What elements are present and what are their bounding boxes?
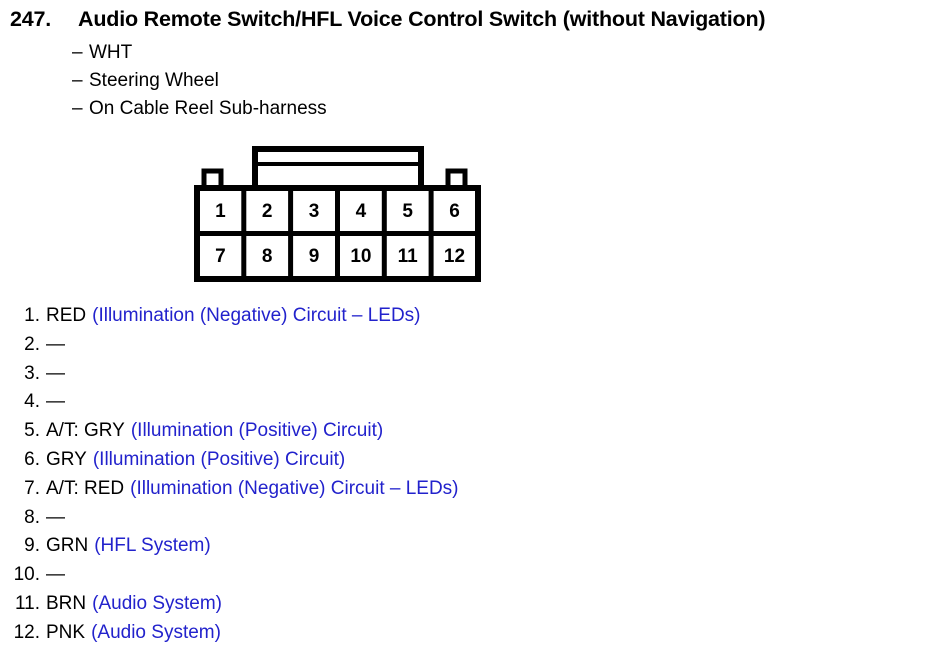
dash-bullet-icon: – (72, 70, 83, 91)
pin-wire-color: A/T: RED (46, 477, 125, 499)
pin-cell-9: 9 (309, 246, 320, 267)
pin-cell-1: 1 (215, 201, 226, 222)
subtitle-line-location: – Steering Wheel (72, 70, 219, 92)
page-title-text: Audio Remote Switch/HFL Voice Control Sw… (78, 7, 766, 31)
pin-list-item-7: 7. A/T: RED (Illumination (Negative) Cir… (0, 478, 934, 507)
pin-list-item-5: 5. A/T: GRY (Illumination (Positive) Cir… (0, 420, 934, 449)
pin-cell-7: 7 (215, 246, 226, 267)
pin-list-body: A/T: RED (Illumination (Negative) Circui… (46, 478, 459, 500)
pin-wire-color: — (46, 362, 65, 384)
connector-pin-labels-bottom-row: 7 8 9 10 11 12 (215, 246, 465, 267)
pin-wire-color: — (46, 506, 65, 528)
pin-list-item-9: 9. GRN (HFL System) (0, 535, 934, 564)
pin-wire-color: — (46, 391, 65, 413)
connector-notch-right (445, 168, 468, 185)
pin-cell-2: 2 (262, 201, 273, 222)
pin-list-index: 1. (24, 305, 40, 326)
subtitle-line-harness: – On Cable Reel Sub-harness (72, 98, 327, 120)
pin-assignment-list: 1. RED (Illumination (Negative) Circuit … (0, 305, 934, 651)
pin-wire-color: — (46, 564, 65, 586)
pin-wire-color: GRY (46, 448, 87, 470)
pin-list-item-11: 11. BRN (Audio System) (0, 593, 934, 622)
pin-cell-8: 8 (262, 246, 273, 267)
pin-list-index: 9. (24, 535, 40, 557)
subtitle-text: WHT (89, 42, 133, 63)
pin-list-item-2: 2. — (0, 334, 934, 363)
pin-list-item-1: 1. RED (Illumination (Negative) Circuit … (0, 305, 934, 334)
pin-list-body: — (46, 391, 65, 413)
pin-list-body: GRN (HFL System) (46, 535, 211, 557)
connector-pin-labels-top-row: 1 2 3 4 5 6 (215, 201, 460, 222)
pin-list-index: 7. (24, 477, 40, 499)
pin-circuit-description: (Audio System) (92, 592, 222, 614)
pin-list-body: — (46, 564, 65, 586)
connector-locking-tab (252, 146, 424, 185)
pin-list-item-12: 12. PNK (Audio System) (0, 622, 934, 651)
pin-list-item-6: 6. GRY (Illumination (Positive) Circuit) (0, 449, 934, 478)
pin-list-index: 8. (24, 506, 40, 528)
connector-notch-left (201, 168, 224, 185)
pin-list-index: 6. (24, 448, 40, 470)
pin-list-body: A/T: GRY (Illumination (Positive) Circui… (46, 420, 383, 442)
pin-cell-10: 10 (350, 246, 371, 267)
pin-cell-3: 3 (309, 201, 320, 222)
pin-cell-12: 12 (444, 246, 465, 267)
pin-cell-6: 6 (449, 201, 460, 222)
pin-cell-5: 5 (402, 201, 413, 222)
pin-circuit-description: (Audio System) (91, 621, 221, 643)
page-title-number: 247. (10, 7, 52, 31)
pin-circuit-description: (Illumination (Positive) Circuit) (92, 448, 346, 470)
pin-circuit-description: (Illumination (Negative) Circuit – LEDs) (130, 477, 459, 499)
pin-wire-color: — (46, 333, 65, 355)
pin-list-item-8: 8. — (0, 507, 934, 536)
pin-list-index: 2. (24, 333, 40, 355)
pin-list-item-3: 3. — (0, 363, 934, 392)
pin-list-body: RED (Illumination (Negative) Circuit – L… (46, 305, 421, 327)
pin-list-body: PNK (Audio System) (46, 622, 221, 644)
pin-circuit-description: (Illumination (Positive) Circuit) (130, 420, 384, 442)
pin-list-index: 11. (14, 592, 40, 614)
pin-circuit-description: (Illumination (Negative) Circuit – LEDs) (92, 305, 421, 326)
connector-diagram: 1 2 3 4 5 6 7 8 9 10 11 12 (186, 140, 496, 290)
pin-list-index: 10. (13, 564, 40, 586)
pin-cell-4: 4 (356, 201, 367, 222)
pin-list-body: — (46, 363, 65, 385)
pin-cell-11: 11 (398, 246, 419, 267)
dash-bullet-icon: – (72, 98, 83, 119)
dash-bullet-icon: – (72, 42, 83, 63)
pin-wire-color: PNK (46, 621, 86, 643)
pin-wire-color: RED (46, 305, 87, 326)
pin-list-index: 5. (24, 420, 40, 442)
pin-list-item-4: 4. — (0, 391, 934, 420)
pin-list-body: — (46, 507, 65, 529)
pin-list-item-10: 10. — (0, 564, 934, 593)
page-title: 247. Audio Remote Switch/HFL Voice Contr… (10, 6, 930, 32)
pin-wire-color: BRN (46, 592, 87, 614)
pin-list-index: 12. (13, 621, 40, 643)
connector-column-dividers (241, 188, 434, 279)
pin-list-body: BRN (Audio System) (46, 593, 222, 615)
pin-list-index: 4. (24, 391, 40, 413)
subtitle-text: Steering Wheel (89, 70, 219, 91)
pin-list-body: GRY (Illumination (Positive) Circuit) (46, 449, 345, 471)
pin-circuit-description: (HFL System) (94, 535, 211, 557)
pin-list-index: 3. (24, 362, 40, 384)
subtitle-text: On Cable Reel Sub-harness (89, 98, 327, 119)
pin-wire-color: A/T: GRY (46, 420, 125, 442)
pin-list-body: — (46, 334, 65, 356)
subtitle-line-wire-color: – WHT (72, 42, 132, 64)
pin-wire-color: GRN (46, 535, 89, 557)
